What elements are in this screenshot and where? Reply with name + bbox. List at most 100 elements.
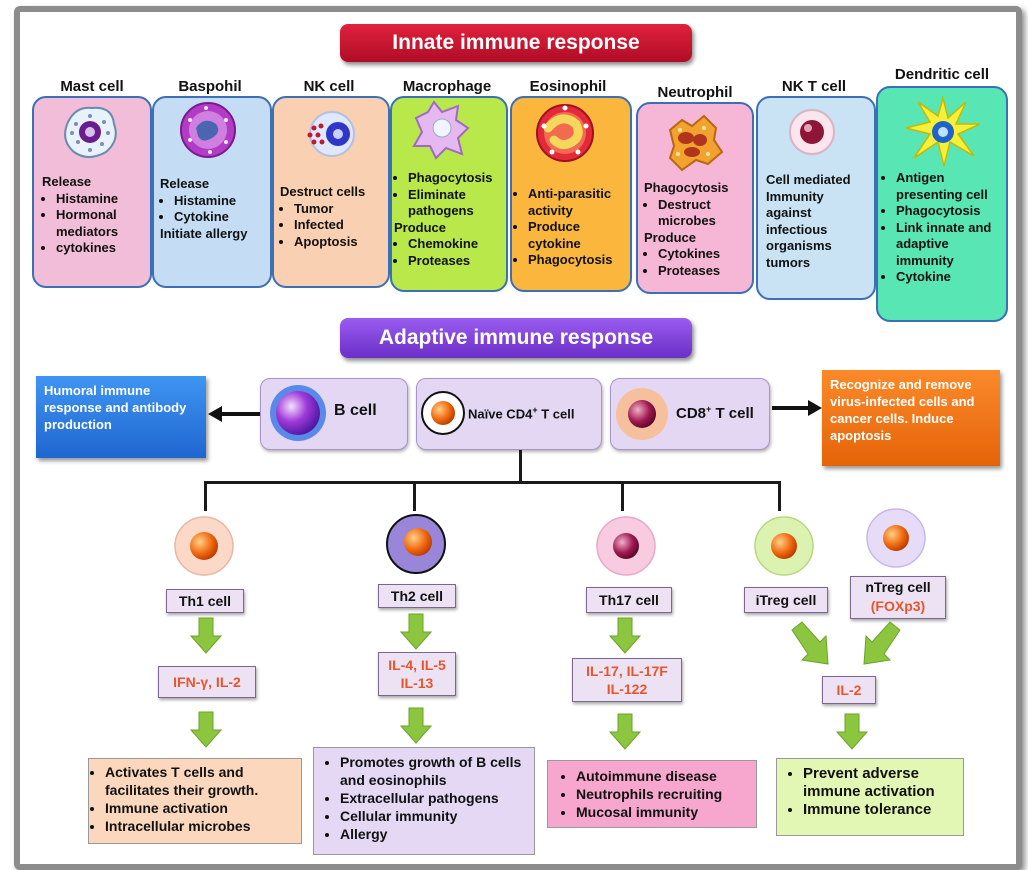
macrophage-list-2: Chemokine Proteases	[394, 236, 504, 269]
arrow-left-icon	[208, 406, 266, 422]
neutrophil-list-2: Cytokines Proteases	[644, 246, 750, 279]
diag-arrow-icon	[791, 621, 829, 665]
macrophage-icon	[412, 100, 470, 160]
eosinophil-text: Anti-parasitic activity Produce cytokine…	[514, 186, 626, 269]
down-arrow-icon	[835, 713, 869, 750]
down-arrow-icon	[189, 711, 223, 748]
tree-drop-th1	[204, 481, 207, 511]
dendritic-cell-box	[876, 86, 1008, 322]
nk-item: Infected	[294, 217, 384, 234]
eosinophil-item: Phagocytosis	[528, 252, 626, 269]
th17-effect: Autoimmune disease	[576, 767, 752, 785]
macrophage-produce: Produce	[394, 219, 447, 235]
macrophage-item: Proteases	[408, 253, 504, 270]
eosinophil-icon	[536, 104, 594, 162]
th2-cytokine-line: IL-4, IL-5	[388, 657, 446, 673]
cd8-text: CD8	[676, 405, 707, 422]
th1-cell-icon	[174, 516, 234, 576]
macrophage-box	[390, 96, 508, 292]
mast-release: Release	[42, 174, 92, 189]
th1-cytokine-line: IFN-γ, IL-2	[173, 674, 241, 690]
down-arrow-icon	[399, 613, 433, 650]
nk-cell-box	[272, 96, 390, 288]
th17-effect: Neutrophils recruiting	[576, 785, 752, 803]
naive-cd4-text: Naïve CD4	[468, 406, 533, 422]
naive-cd4-sup: +	[532, 405, 538, 415]
neutrophil-phago: Phagocytosis	[644, 180, 729, 195]
cd8-effect-text: Recognize and remove virus-infected cell…	[830, 377, 975, 443]
cell-title-neutrophil: Neutrophil	[657, 84, 733, 101]
innate-banner: Innate immune response	[340, 24, 692, 62]
tree-bar	[204, 481, 781, 484]
neutrophil-produce: Produce	[644, 229, 697, 245]
th17-effects-list: Autoimmune disease Neutrophils recruitin…	[548, 767, 752, 821]
nkt-description: Cell mediated Immunity against infectiou…	[766, 172, 851, 270]
th1-effect: Activates T cells and facilitates their …	[105, 763, 297, 799]
mast-item: Histamine	[56, 191, 146, 208]
naive-cd4-tail: T cell	[537, 406, 575, 422]
th17-cytokine-line: IL-17, IL-17F	[586, 663, 668, 679]
treg-cytokine-line: IL-2	[836, 682, 862, 698]
cell-title-macrophage: Macrophage	[402, 78, 492, 95]
basophil-item: Cytokine	[174, 209, 268, 226]
down-arrow-icon	[399, 707, 433, 744]
th1-effect: Immune activation	[105, 799, 297, 817]
dendritic-item: Phagocytosis	[896, 203, 1004, 220]
down-arrow-icon	[608, 713, 642, 750]
dendritic-list: Antigen presenting cell Phagocytosis Lin…	[882, 170, 1004, 286]
treg-effect: Prevent adverse immune activation	[803, 765, 959, 801]
nkt-cell-text: Cell mediated Immunity against infectiou…	[766, 172, 866, 271]
cell-title-mast: Mast cell	[60, 78, 124, 95]
treg-cytokine: IL-2	[822, 676, 876, 704]
tree-drop-itreg	[778, 481, 781, 511]
cd8-label: CD8+ T cell	[676, 404, 768, 422]
th1-effect: Intracellular microbes	[105, 817, 297, 835]
cell-title-nkt: NK T cell	[781, 78, 847, 95]
th17-label: Th17 cell	[586, 587, 672, 613]
basophil-release: Release	[160, 176, 210, 191]
ntreg-label-name: nTreg cell	[865, 579, 931, 595]
th1-cytokines: IFN-γ, IL-2	[158, 666, 256, 698]
neutrophil-item: Proteases	[658, 263, 750, 280]
naive-cd4-icon	[421, 391, 465, 435]
th2-effect: Cellular immunity	[340, 807, 530, 825]
arrow-right-icon	[772, 400, 822, 416]
cell-title-nk: NK cell	[303, 78, 355, 95]
eosinophil-list: Anti-parasitic activity Produce cytokine…	[514, 186, 626, 269]
th17-cell-icon	[596, 516, 656, 576]
tree-stem	[519, 450, 522, 482]
humoral-box: Humoral immune response and antibody pro…	[36, 376, 206, 458]
dendritic-item: Link innate and adaptive immunity	[896, 220, 1004, 270]
macrophage-item: Eliminate pathogens	[408, 187, 504, 220]
basophil-after: Initiate allergy	[160, 225, 248, 241]
humoral-text: Humoral immune response and antibody pro…	[44, 383, 187, 432]
th2-effects: Promotes growth of B cells and eosinophi…	[313, 747, 535, 855]
nk-list: Tumor Infected Apoptosis	[280, 201, 384, 251]
th2-cytokines: IL-4, IL-5 IL-13	[378, 652, 456, 696]
cd8-sup: +	[706, 404, 712, 414]
neutrophil-item: Destruct microbes	[658, 197, 750, 230]
tree-drop-th17	[621, 481, 624, 511]
th1-effects-list: Activates T cells and facilitates their …	[89, 763, 297, 835]
eosinophil-item: Produce cytokine	[528, 219, 626, 252]
th2-cell-icon	[386, 514, 446, 574]
adaptive-banner: Adaptive immune response	[340, 318, 692, 358]
cd8-tail: T cell	[711, 405, 754, 422]
dendritic-item: Antigen presenting cell	[896, 170, 1004, 203]
diag-arrow-icon	[863, 621, 901, 665]
eosinophil-item: Anti-parasitic activity	[528, 186, 626, 219]
th1-effects: Activates T cells and facilitates their …	[88, 758, 302, 844]
macrophage-list: Phagocytosis Eliminate pathogens	[394, 170, 504, 220]
itreg-cell-icon	[754, 516, 814, 576]
basophil-icon	[180, 102, 236, 158]
nk-item: Tumor	[294, 201, 384, 218]
macrophage-text: Phagocytosis Eliminate pathogens Produce…	[394, 170, 504, 269]
th2-effect: Extracellular pathogens	[340, 789, 530, 807]
ntreg-label: nTreg cell (FOXp3)	[850, 576, 946, 619]
cell-title-basophil: Baspohil	[178, 78, 242, 95]
b-cell-icon	[270, 385, 326, 441]
nk-cell-text: Destruct cells Tumor Infected Apoptosis	[280, 184, 384, 250]
th2-effects-list: Promotes growth of B cells and eosinophi…	[314, 753, 530, 843]
ntreg-cell-icon	[866, 508, 926, 568]
th2-label: Th2 cell	[378, 584, 456, 608]
